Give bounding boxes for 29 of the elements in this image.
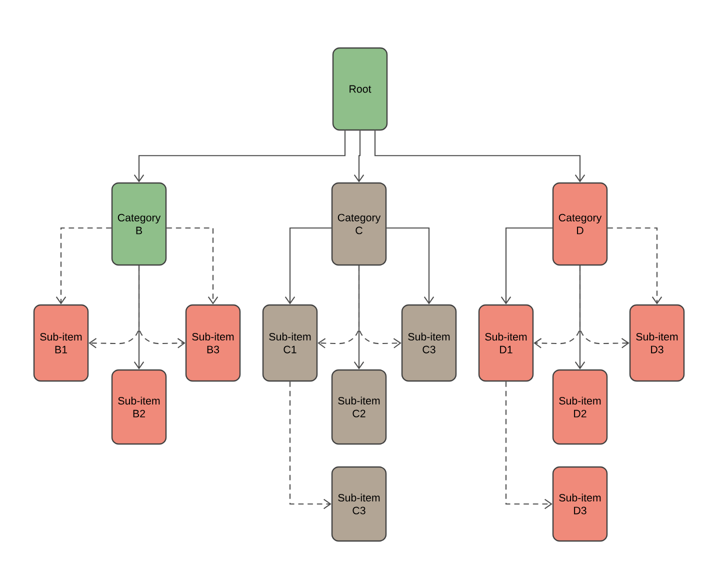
category-box: Category D xyxy=(552,182,608,266)
arrow xyxy=(284,227,332,304)
sub-item-box: Sub-item D1 xyxy=(478,304,534,382)
sub-item-box: Sub-item C3 xyxy=(331,466,387,542)
category-box: Category C xyxy=(331,182,387,266)
sub-item-box: Sub-item C3 xyxy=(401,304,457,382)
arrow xyxy=(608,227,662,304)
sub-item-box: Sub-item D3 xyxy=(629,304,685,382)
arrow xyxy=(138,266,186,348)
sub-item-box: Sub-item B1 xyxy=(33,304,89,382)
arrow xyxy=(354,130,364,182)
arrow xyxy=(289,382,332,510)
sub-item-box: Sub-item C1 xyxy=(262,304,318,382)
arrow xyxy=(500,227,552,304)
sub-item-box: Sub-item B3 xyxy=(185,304,241,382)
root-box: Root xyxy=(332,47,388,131)
sub-item-box: Sub-item D3 xyxy=(552,466,608,542)
arrow xyxy=(374,130,586,182)
arrow xyxy=(358,266,402,348)
arrow xyxy=(505,382,552,510)
arrow xyxy=(166,227,218,304)
arrow xyxy=(134,130,346,182)
sub-item-box: Sub-item D2 xyxy=(552,369,608,445)
sub-item-box: Sub-item B2 xyxy=(111,369,167,445)
category-box: Category B xyxy=(111,182,167,266)
sub-item-box: Sub-item C2 xyxy=(331,369,387,445)
arrow xyxy=(579,266,630,348)
arrow xyxy=(386,227,434,304)
arrow xyxy=(56,227,112,304)
